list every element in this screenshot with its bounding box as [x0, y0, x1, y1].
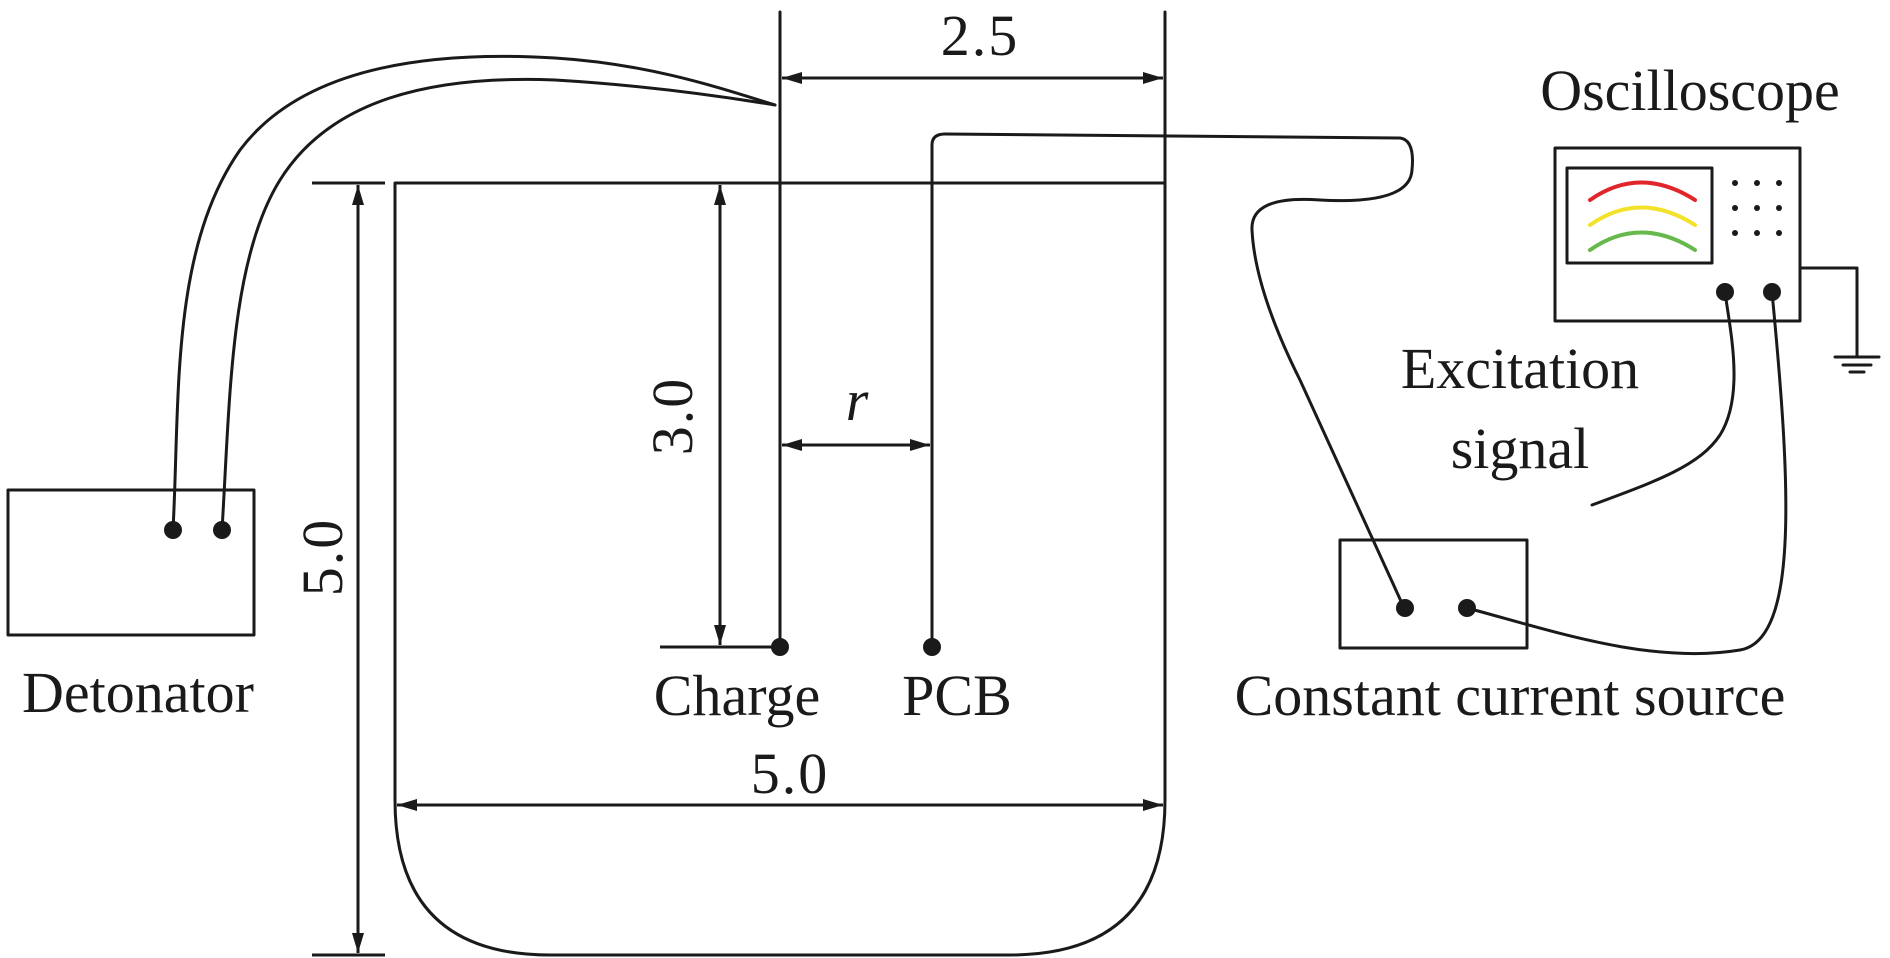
oscilloscope-input-2 — [1763, 283, 1781, 301]
dim-standoff-label: r — [846, 368, 871, 433]
constant-current-source-box — [1338, 538, 1529, 650]
source-to-oscilloscope-cable — [1465, 290, 1788, 656]
pcb-label: PCB — [902, 663, 1012, 728]
oscilloscope-trace-green — [1588, 230, 1697, 252]
excitation-signal-label-line2: signal — [1451, 416, 1590, 481]
detonator-terminal-1 — [164, 521, 182, 539]
constant-current-source-label: Constant current source — [1235, 663, 1786, 728]
oscilloscope-trace-red — [1588, 180, 1697, 202]
dim-top-width-label: 2.5 — [941, 3, 1020, 68]
excitation-signal-label-line1: Excitation — [1401, 336, 1639, 401]
detonator-wire-2 — [220, 77, 777, 532]
detonator-box — [6, 488, 256, 637]
current-source-terminal-1 — [1396, 599, 1414, 617]
charge-label: Charge — [654, 663, 820, 728]
oscilloscope-screen — [1565, 166, 1714, 265]
dim-tank-width-label: 5.0 — [751, 741, 830, 806]
detonator-terminal-2 — [213, 521, 231, 539]
dim-tank-height-label: 5.0 — [290, 518, 355, 597]
oscilloscope-body — [1553, 146, 1802, 323]
dim-charge-depth-label: 3.0 — [640, 377, 705, 456]
ground-symbol-icon — [1833, 355, 1881, 374]
ground-wire — [1798, 266, 1859, 357]
pcb-point — [923, 638, 941, 656]
oscilloscope-control-dots — [1732, 180, 1782, 236]
pcb-sensor-cable — [930, 132, 1414, 649]
oscilloscope-trace-yellow — [1588, 205, 1697, 227]
detonator-wire-1 — [171, 54, 777, 532]
oscilloscope-input-1 — [1716, 283, 1734, 301]
detonator-label: Detonator — [22, 660, 254, 725]
oscilloscope-label: Oscilloscope — [1540, 58, 1840, 123]
excitation-signal-cable — [1590, 290, 1736, 507]
